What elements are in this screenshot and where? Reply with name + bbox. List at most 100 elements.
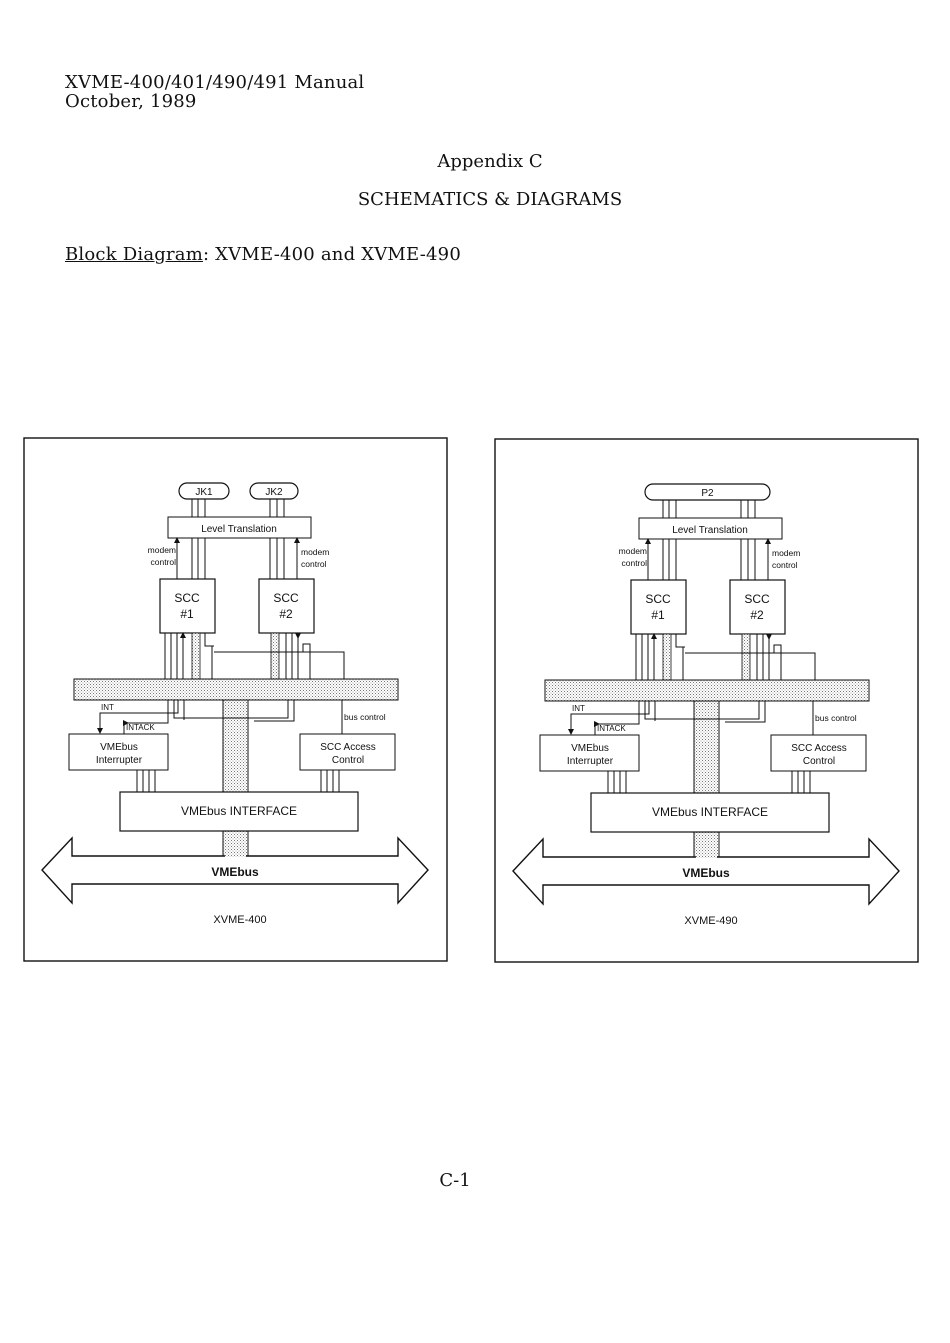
access-control-box	[299, 733, 396, 771]
access-label-2: Control	[803, 756, 835, 767]
vmebus-label: VMEbus	[682, 866, 730, 880]
trunk-overlap	[225, 830, 246, 856]
connector-area: P2	[644, 483, 771, 518]
access-label-2: Control	[332, 755, 364, 766]
level-translation-label: Level Translation	[201, 524, 277, 535]
scc2-control-wires	[285, 633, 293, 679]
scc2-bus-link	[741, 633, 751, 681]
vmebus-arrow	[512, 837, 900, 906]
connector-area: JK1 JK2	[178, 482, 299, 517]
interface-wires	[607, 771, 811, 793]
control-fanout-wires	[173, 700, 295, 722]
vmebus-label: VMEbus	[211, 865, 259, 879]
modem-label-right-2: control	[301, 559, 327, 569]
scc1-label-2: #1	[651, 608, 665, 622]
scc2-link-wire	[214, 643, 345, 679]
figure-caption: Block Diagram: XVME-400 and XVME-490	[65, 245, 461, 264]
scc1-bus-link	[191, 632, 201, 680]
scc1-label-2: #1	[180, 607, 194, 621]
panel-frame	[23, 437, 448, 962]
vmebus-interface-label: VMEbus INTERFACE	[181, 804, 297, 818]
caption-label: Block Diagram	[65, 244, 203, 265]
connector-label: P2	[701, 488, 714, 499]
scc2-label-2: #2	[750, 608, 764, 622]
scc2-label-2: #2	[279, 607, 293, 621]
connector-label: JK2	[265, 487, 283, 498]
manual-title: XVME-400/401/490/491 Manual	[65, 72, 365, 93]
modem-label-left-1: modem	[619, 546, 647, 556]
interrupter-label-2: Interrupter	[567, 756, 614, 767]
access-control-box	[770, 734, 867, 772]
bus-control-label: bus control	[815, 713, 857, 723]
level-translation-box	[638, 517, 783, 540]
scc2-label-1: SCC	[273, 591, 299, 605]
int-line	[568, 701, 650, 735]
int-label: INT	[572, 704, 585, 713]
serial-wires	[191, 538, 285, 581]
intack-line	[123, 700, 169, 734]
interrupter-label-2: Interrupter	[96, 755, 143, 766]
control-fanout-wires	[644, 701, 766, 723]
vmebus-interface-box	[119, 791, 359, 832]
vmebus-arrow	[41, 836, 429, 905]
scc1-label-1: SCC	[645, 592, 671, 606]
modem-label-left-2: control	[150, 557, 176, 567]
modem-label-right-1: modem	[301, 547, 329, 557]
board-label: XVME-490	[684, 915, 737, 927]
scc2-control-wires	[756, 634, 764, 680]
caption-text: : XVME-400 and XVME-490	[202, 244, 461, 265]
serial-wires	[662, 539, 756, 582]
connector-p2	[644, 483, 771, 501]
intack-label: INTACK	[126, 723, 155, 732]
modem-label-right-1: modem	[772, 548, 800, 558]
scc1-label-1: SCC	[174, 591, 200, 605]
scc2-link-wire	[685, 644, 816, 680]
modem-label-left-1: modem	[148, 545, 176, 555]
scc1-control-wires	[164, 633, 178, 679]
connector-wires	[191, 499, 285, 517]
connector-jk1	[178, 482, 230, 500]
scc2-box	[258, 578, 315, 634]
connector-jk2	[249, 482, 299, 500]
trunk-overlap	[696, 831, 717, 857]
vmebus-interface-box	[590, 792, 830, 833]
scc1-side-wire	[675, 634, 685, 680]
interrupter-label-1: VMEbus	[571, 743, 609, 754]
connector-label: JK1	[195, 487, 213, 498]
trunk-join	[696, 856, 717, 858]
scc1-side-wire	[204, 633, 214, 679]
panel-frame	[494, 438, 919, 963]
section-title: SCHEMATICS & DIAGRAMS	[357, 189, 623, 210]
scc2-box	[729, 579, 786, 635]
vmebus-interface-label: VMEbus INTERFACE	[652, 805, 768, 819]
int-line	[97, 700, 179, 734]
scc2-label-1: SCC	[744, 592, 770, 606]
page-number: C-1	[439, 1170, 471, 1191]
scc1-control-wires	[635, 634, 649, 680]
connector-wires	[662, 500, 756, 518]
diagram-1: P2 Level Translation modem control modem…	[494, 438, 919, 963]
scc1-bus-link	[662, 633, 672, 681]
board-label: XVME-400	[213, 914, 266, 926]
interface-wires	[136, 770, 340, 792]
scc1-box	[159, 578, 216, 634]
manual-date: October, 1989	[65, 91, 197, 112]
internal-bus	[544, 679, 870, 702]
appendix-heading: Appendix C	[437, 151, 543, 172]
access-label-1: SCC Access	[320, 742, 376, 753]
intack-label: INTACK	[597, 724, 626, 733]
scc2-bus-link	[270, 632, 280, 680]
interrupter-box	[68, 733, 169, 771]
access-label-1: SCC Access	[791, 743, 847, 754]
level-translation-label: Level Translation	[672, 525, 748, 536]
scc1-box	[630, 579, 687, 635]
level-translation-box	[167, 516, 312, 539]
interrupter-label-1: VMEbus	[100, 742, 138, 753]
intack-line	[594, 701, 640, 735]
trunk-join	[225, 855, 246, 857]
diagram-0: JK1 JK2 Level Translation modem control m…	[23, 437, 448, 962]
int-label: INT	[101, 703, 114, 712]
modem-label-right-2: control	[772, 560, 798, 570]
interrupter-box	[539, 734, 640, 772]
